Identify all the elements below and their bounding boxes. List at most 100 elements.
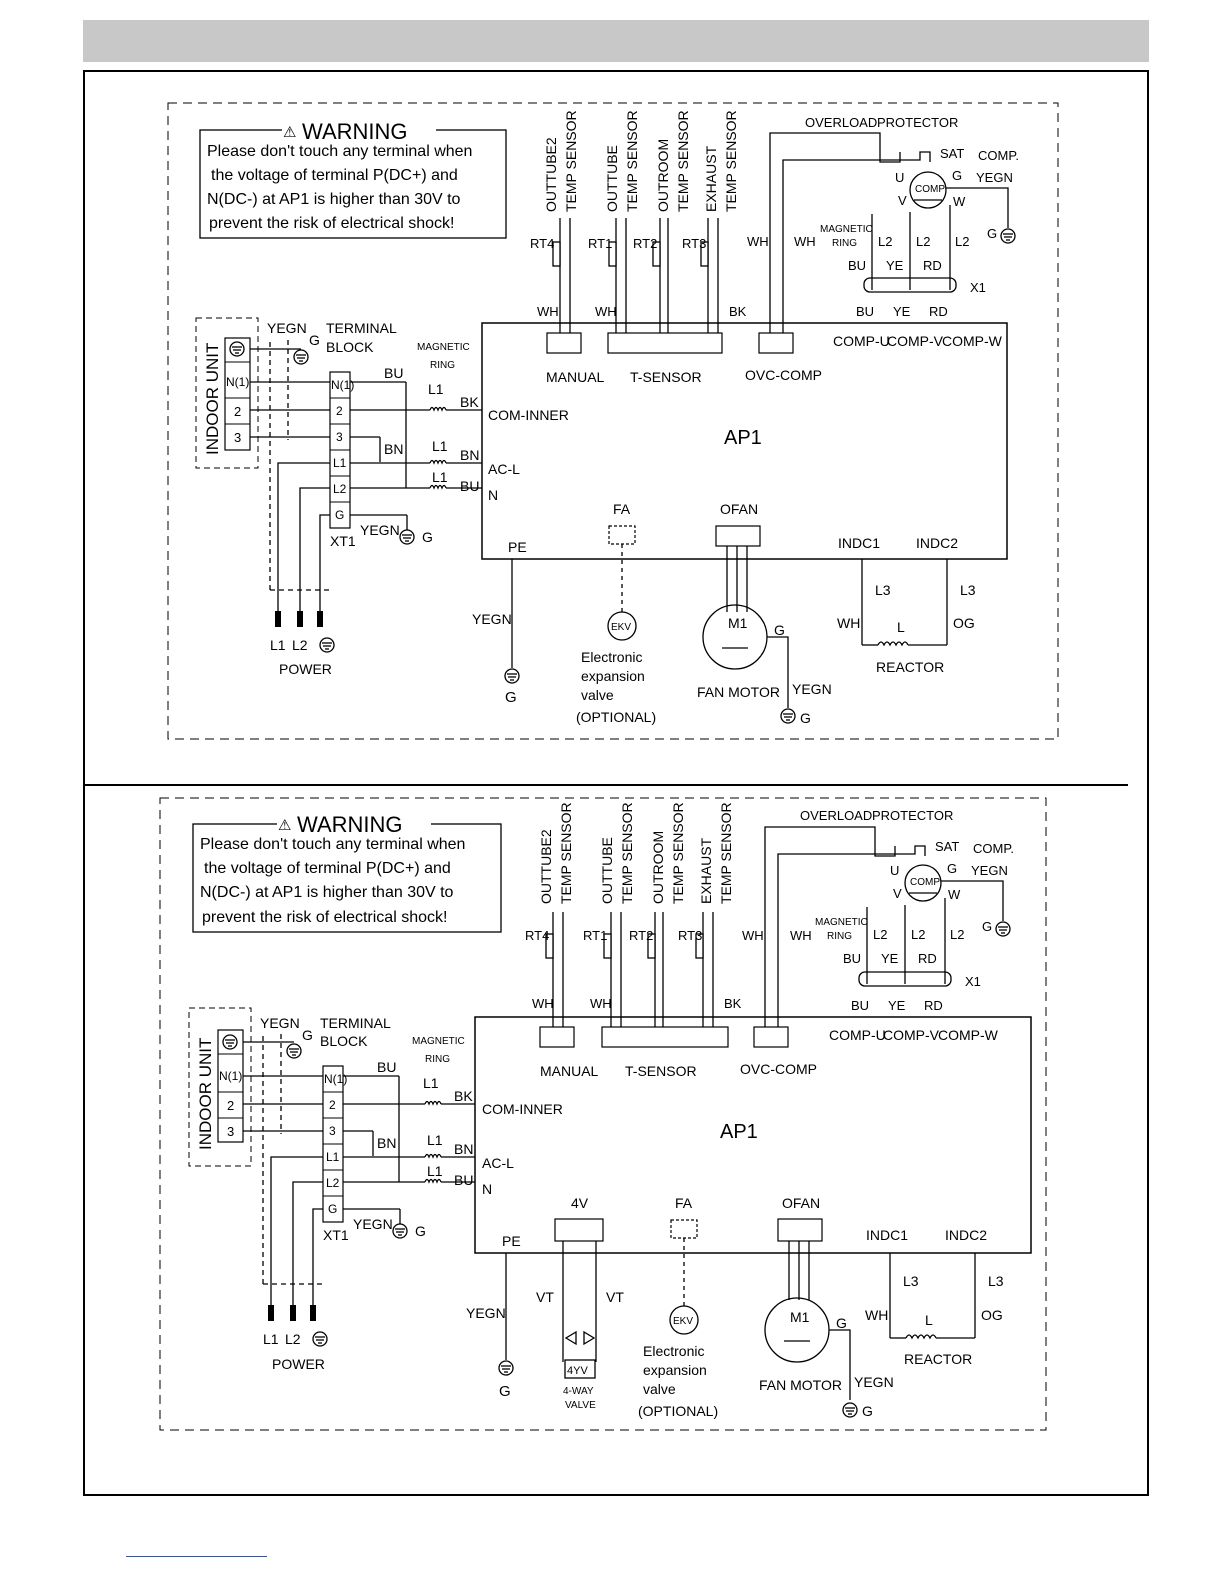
pe-yegn-label: YEGN xyxy=(466,1305,506,1321)
sensor-label-outtube-sub: TEMP SENSOR xyxy=(619,802,635,904)
wire-bu: BU xyxy=(384,365,403,381)
motor-ground-label: G xyxy=(800,710,811,726)
indc2-label: INDC2 xyxy=(916,535,958,551)
sensor-label-exhaust: EXHAUST xyxy=(698,837,714,904)
block-label: BLOCK xyxy=(326,339,374,355)
indc2-label: INDC2 xyxy=(945,1227,987,1243)
ap1-board xyxy=(481,322,1008,560)
pe-label: PE xyxy=(508,539,527,555)
power-l1: L1 xyxy=(263,1331,279,1347)
comp-u-label: U xyxy=(890,863,899,878)
ekv-line: valve xyxy=(581,687,614,703)
page-frame xyxy=(83,70,1149,1496)
tb-terminal-g: G xyxy=(328,1202,337,1216)
coil-l2: L2 xyxy=(950,927,964,942)
compressor-section xyxy=(769,132,1009,333)
wire-bn: BN xyxy=(384,441,403,457)
terminal-label: TERMINAL xyxy=(326,320,397,336)
sensor-label-outtube-sub: TEMP SENSOR xyxy=(624,110,640,212)
tb-terminal-3: 3 xyxy=(336,430,343,444)
comp-w-label: W xyxy=(953,194,966,209)
indc1-label: INDC1 xyxy=(866,1227,908,1243)
sensor-labels: OUTTUBE2 TEMP SENSOR OUTTUBE TEMP SENSOR… xyxy=(538,802,734,904)
wire-wh: WH xyxy=(742,928,764,943)
power-l2: L2 xyxy=(285,1331,301,1347)
indoor-terminal-2: 2 xyxy=(227,1098,234,1113)
thermistor-rt1: RT1 xyxy=(588,236,612,251)
warning-line: the voltage of terminal P(DC+) and xyxy=(204,860,451,877)
reactor-l-label: L xyxy=(897,619,905,635)
compressor-labels: OVERLOAD PROTECTOR SAT COMP. YEGN COMP U… xyxy=(800,808,1014,1013)
sensor-wiring xyxy=(552,218,719,333)
magnetic-label: MAGNETIC xyxy=(417,342,470,353)
terminal-labels: YEGN G TERMINAL BLOCK MAGNETIC RING L1 L… xyxy=(267,320,479,549)
xt1-label: XT1 xyxy=(323,1227,349,1243)
g-label: G xyxy=(415,1223,426,1239)
ekv-line: Electronic xyxy=(643,1343,704,1359)
protector-label: PROTECTOR xyxy=(872,808,953,823)
reactor-label: REACTOR xyxy=(876,659,944,675)
sensor-label-outtube2: OUTTUBE2 xyxy=(538,829,554,904)
wire-vt: VT xyxy=(606,1289,624,1305)
inductor-l3: L3 xyxy=(960,582,976,598)
ekv-line: Electronic xyxy=(581,649,642,665)
thermistor-rt3: RT3 xyxy=(682,236,706,251)
ekv-line: (OPTIONAL) xyxy=(576,709,656,725)
wire-bu: BU xyxy=(377,1059,396,1075)
wiring-diagram-bottom: ⚠ WARNING Please don't touch any termina… xyxy=(159,797,1047,1431)
wire-bu: BU xyxy=(848,258,866,273)
thermistor-rt2: RT2 xyxy=(633,236,657,251)
wire-ye: YE xyxy=(881,951,899,966)
loads-labels: YEGN G VT VT 4YV 4-WAY VALVE EKV Electro… xyxy=(466,1273,1004,1419)
wire-bu: BU xyxy=(454,1172,473,1188)
wire-bn: BN xyxy=(460,447,479,463)
warning-line: prevent the risk of electrical shock! xyxy=(202,909,447,926)
wire-wh: WH xyxy=(595,304,617,319)
sensor-label-outroom-sub: TEMP SENSOR xyxy=(670,802,686,904)
motor-yegn-label: YEGN xyxy=(854,1374,894,1390)
motor-g-label: G xyxy=(774,622,785,638)
warning-icon: ⚠ xyxy=(283,124,296,141)
pe-yegn-label: YEGN xyxy=(472,611,512,627)
indoor-unit: INDOOR UNIT N(1) 2 3 xyxy=(195,317,259,469)
tb-terminal-n1: N(1) xyxy=(331,378,354,392)
coil-l1: L1 xyxy=(427,1132,443,1148)
fa-label: FA xyxy=(613,501,631,517)
magnetic-ring-label: RING xyxy=(827,931,852,942)
comp-v-label: V xyxy=(893,886,902,901)
power-l2: L2 xyxy=(292,637,308,653)
wire-bk: BK xyxy=(724,996,742,1011)
wire-wh: WH xyxy=(747,234,769,249)
compressor-icon: COMP xyxy=(915,184,945,195)
overload-label: OVERLOAD xyxy=(805,115,877,130)
wire-wh: WH xyxy=(537,304,559,319)
mains-wiring xyxy=(243,1034,475,1306)
wire-ye: YE xyxy=(888,998,906,1013)
sensor-labels: OUTTUBE2 TEMP SENSOR OUTTUBE TEMP SENSOR… xyxy=(543,110,739,212)
ekv-line: expansion xyxy=(643,1362,707,1378)
wire-og: OG xyxy=(981,1307,1003,1323)
warning-icon: ⚠ xyxy=(278,817,291,834)
wire-ye: YE xyxy=(893,304,911,319)
comp-v-terminal: COMP-V xyxy=(883,1027,940,1043)
power-terminals xyxy=(275,611,323,627)
ovc-connector-label: OVC-COMP xyxy=(745,367,822,383)
warning-line: N(DC-) at AP1 is higher than 30V to xyxy=(200,884,454,901)
warning-line: Please don't touch any terminal when xyxy=(200,836,465,853)
wire-bu: BU xyxy=(460,478,479,494)
fourway-label: VALVE xyxy=(565,1400,596,1411)
comp-v-terminal: COMP-V xyxy=(887,333,944,349)
tb-terminal-g: G xyxy=(335,508,344,522)
wire-bu: BU xyxy=(856,304,874,319)
warning-line: prevent the risk of electrical shock! xyxy=(209,215,454,232)
coil-l1: L1 xyxy=(428,381,444,397)
power-labels: L1 L2 POWER xyxy=(270,637,332,677)
warning-box: ⚠ WARNING Please don't touch any termina… xyxy=(199,118,507,239)
tb-terminal-l2: L2 xyxy=(333,482,347,496)
loads-wiring xyxy=(505,1238,976,1400)
n-label: N xyxy=(482,1181,492,1197)
sensor-wiring xyxy=(545,912,714,1027)
ovc-connector-label: OVC-COMP xyxy=(740,1061,817,1077)
tsensor-connector-label: T-SENSOR xyxy=(625,1063,697,1079)
fouryv-icon: 4YV xyxy=(567,1365,588,1377)
